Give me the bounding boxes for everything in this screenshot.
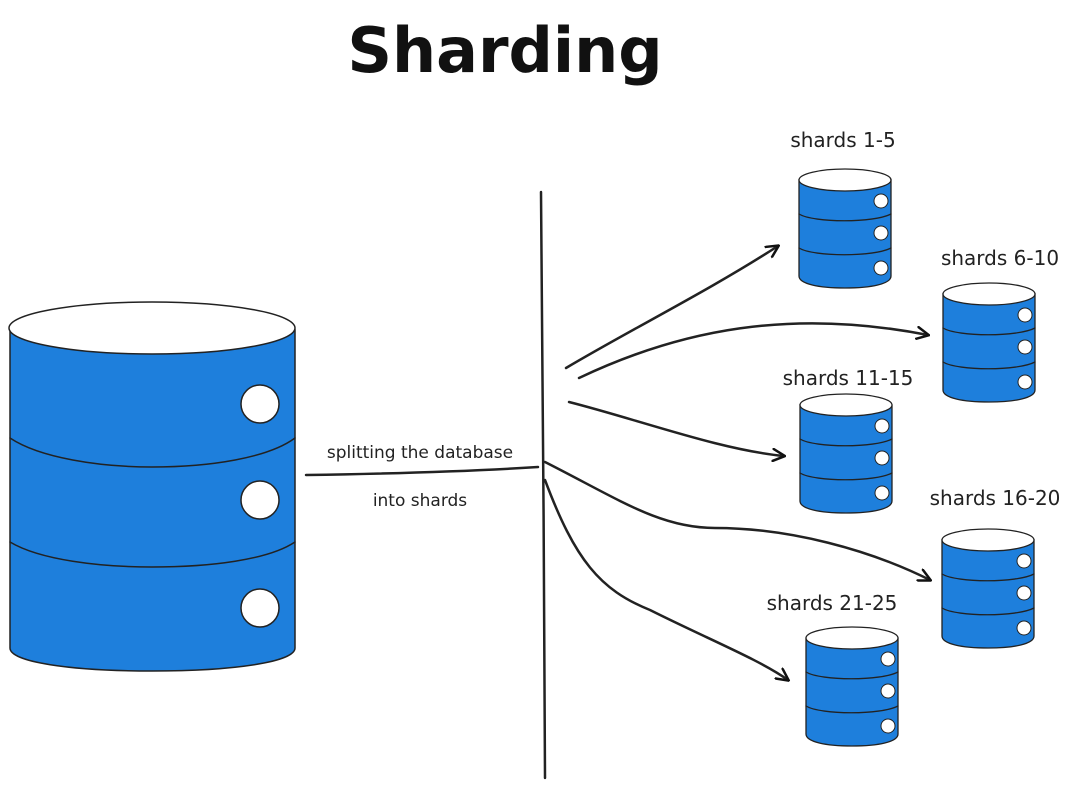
diagram-title: Sharding — [347, 14, 662, 87]
main-database-indicator — [240, 384, 280, 424]
main-database-top — [8, 301, 296, 355]
shard-indicator — [1017, 339, 1033, 355]
shard-indicator — [873, 193, 889, 209]
shard-indicator — [880, 651, 896, 667]
shard-body — [798, 179, 892, 289]
shard-top — [941, 528, 1035, 552]
shard-database-icon — [799, 393, 893, 514]
main-database-indicator — [240, 588, 280, 628]
arrow-to-shards-16-20 — [543, 460, 930, 580]
shard-body — [941, 539, 1035, 649]
shard-indicator — [874, 450, 890, 466]
shard-indicator — [1016, 620, 1032, 636]
main-database-divider — [9, 437, 296, 468]
shard-database-icon — [941, 528, 1035, 649]
shard-label: shards 21-25 — [767, 591, 898, 615]
shard-indicator — [1017, 307, 1033, 323]
shard-indicator — [880, 718, 896, 734]
split-caption-line2: into shards — [373, 491, 467, 511]
shard-divider — [805, 671, 899, 680]
main-database-indicator — [240, 480, 280, 520]
shard-top — [805, 626, 899, 650]
shard-divider — [798, 213, 892, 222]
arrow-to-shards-1-5 — [564, 246, 778, 370]
shard-divider — [941, 607, 1035, 616]
shard-divider — [799, 438, 893, 447]
arrow-to-shards-21-25 — [543, 478, 788, 680]
split-caption-line1: splitting the database — [327, 443, 513, 463]
shard-database-icon — [805, 626, 899, 747]
shard-divider — [798, 247, 892, 256]
shard-divider — [805, 705, 899, 714]
arrows-group — [543, 246, 930, 680]
vertical-divider-line — [539, 190, 547, 780]
shard-label: shards 1-5 — [790, 128, 895, 152]
shard-database-icon — [942, 282, 1036, 403]
shard-body — [805, 637, 899, 747]
main-database-divider — [9, 541, 296, 568]
shard-indicator — [1017, 374, 1033, 390]
main-database-icon — [8, 301, 296, 672]
arrow-to-shards-6-10 — [577, 322, 928, 380]
shard-top — [942, 282, 1036, 306]
shard-label: shards 11-15 — [783, 366, 914, 390]
shard-indicator — [874, 418, 890, 434]
shard-indicator — [874, 485, 890, 501]
shard-body — [799, 404, 893, 514]
shard-database-icon — [798, 168, 892, 289]
shard-indicator — [1016, 585, 1032, 601]
shard-divider — [942, 327, 1036, 336]
shard-indicator — [880, 683, 896, 699]
shard-divider — [799, 472, 893, 481]
shard-body — [942, 293, 1036, 403]
shard-label: shards 16-20 — [930, 486, 1061, 510]
shard-top — [798, 168, 892, 192]
shard-top — [799, 393, 893, 417]
shard-divider — [942, 361, 1036, 370]
split-connector-line — [304, 465, 540, 477]
shard-label: shards 6-10 — [941, 246, 1059, 270]
arrow-to-shards-11-15 — [567, 400, 784, 456]
shard-indicator — [873, 225, 889, 241]
main-database-body — [9, 329, 296, 672]
shard-indicator — [873, 260, 889, 276]
shard-indicator — [1016, 553, 1032, 569]
shard-divider — [941, 573, 1035, 582]
